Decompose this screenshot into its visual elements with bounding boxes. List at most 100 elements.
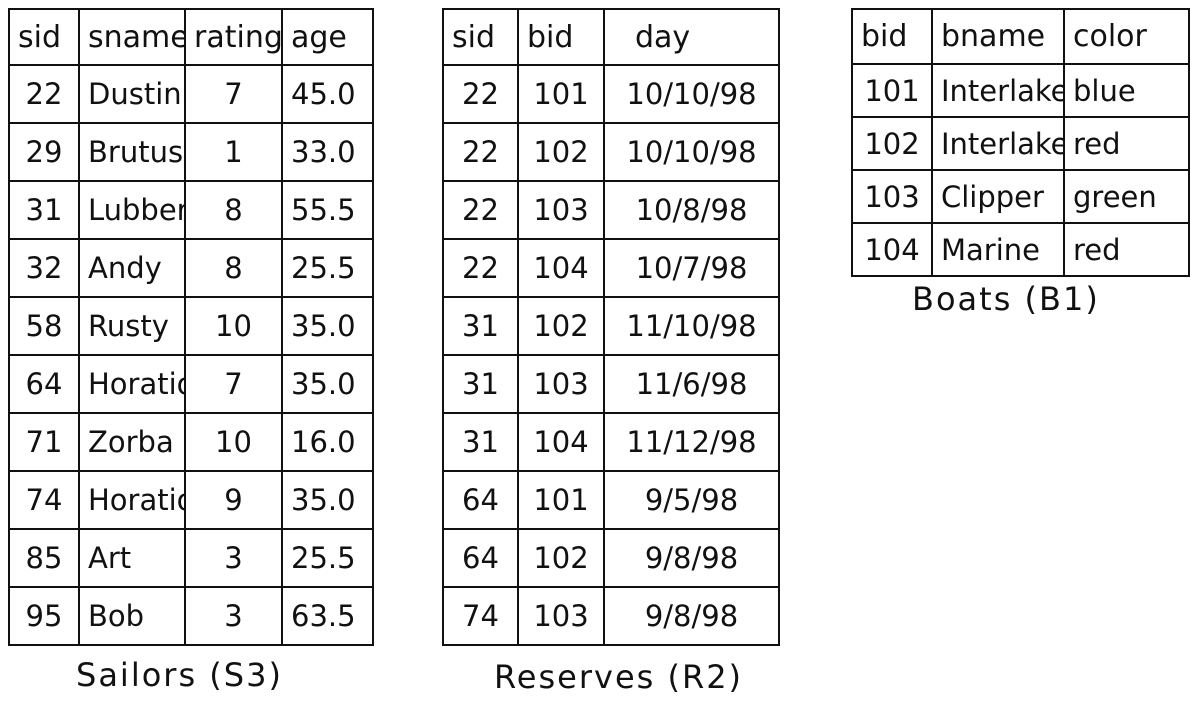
cell-bid: 103 xyxy=(851,169,933,224)
column-header-bid: bid xyxy=(851,8,933,65)
cell-bid: 102 xyxy=(851,116,933,171)
cell-day: 9/8/98 xyxy=(603,528,780,588)
table-row: 22 Dustin 7 45.0 xyxy=(8,64,374,124)
cell-bname: Clipper xyxy=(931,169,1065,224)
cell-bname: Marine xyxy=(931,222,1065,277)
cell-day: 11/6/98 xyxy=(603,354,780,414)
cell-sid: 95 xyxy=(8,586,80,646)
cell-sname: Horatio xyxy=(78,470,186,530)
cell-rating: 7 xyxy=(184,354,283,414)
table-row: 29 Brutus 1 33.0 xyxy=(8,122,374,182)
table-row: 85 Art 3 25.5 xyxy=(8,528,374,588)
cell-bname: Interlake xyxy=(931,116,1065,171)
cell-sid: 22 xyxy=(442,180,519,240)
cell-bid: 101 xyxy=(851,63,933,118)
cell-bid: 101 xyxy=(517,470,605,530)
cell-rating: 10 xyxy=(184,412,283,472)
cell-sname: Bob xyxy=(78,586,186,646)
cell-sname: Horatio xyxy=(78,354,186,414)
column-header-bid: bid xyxy=(517,8,605,66)
column-header-sname: sname xyxy=(78,8,186,66)
cell-sname: Dustin xyxy=(78,64,186,124)
table-row: 104 Marine red xyxy=(851,222,1190,277)
cell-rating: 3 xyxy=(184,586,283,646)
cell-bid: 103 xyxy=(517,354,605,414)
reserves-caption: Reserves (R2) xyxy=(494,658,744,696)
cell-sid: 22 xyxy=(8,64,80,124)
reserves-table: sid bid day 22 101 10/10/98 22 102 10/10… xyxy=(442,8,780,646)
table-row: 64 101 9/5/98 xyxy=(442,470,780,530)
table-header-row: sid bid day xyxy=(442,8,780,66)
table-row: 32 Andy 8 25.5 xyxy=(8,238,374,298)
cell-age: 63.5 xyxy=(281,586,374,646)
cell-sid: 29 xyxy=(8,122,80,182)
table-row: 22 104 10/7/98 xyxy=(442,238,780,298)
table-row: 31 102 11/10/98 xyxy=(442,296,780,356)
cell-sid: 58 xyxy=(8,296,80,356)
column-header-age: age xyxy=(281,8,374,66)
column-header-day: day xyxy=(603,8,780,66)
cell-rating: 3 xyxy=(184,528,283,588)
cell-sid: 85 xyxy=(8,528,80,588)
cell-bid: 102 xyxy=(517,122,605,182)
cell-age: 33.0 xyxy=(281,122,374,182)
cell-sname: Rusty xyxy=(78,296,186,356)
table-row: 31 103 11/6/98 xyxy=(442,354,780,414)
table-row: 58 Rusty 10 35.0 xyxy=(8,296,374,356)
cell-bid: 104 xyxy=(517,412,605,472)
table-row: 22 101 10/10/98 xyxy=(442,64,780,124)
cell-bid: 104 xyxy=(517,238,605,298)
sailors-table: sid sname rating age 22 Dustin 7 45.0 29… xyxy=(8,8,374,646)
cell-age: 35.0 xyxy=(281,296,374,356)
cell-bid: 104 xyxy=(851,222,933,277)
table-row: 22 103 10/8/98 xyxy=(442,180,780,240)
table-row: 102 Interlake red xyxy=(851,116,1190,171)
table-row: 31 Lubber 8 55.5 xyxy=(8,180,374,240)
cell-color: blue xyxy=(1063,63,1190,118)
cell-day: 11/10/98 xyxy=(603,296,780,356)
table-row: 22 102 10/10/98 xyxy=(442,122,780,182)
cell-bid: 102 xyxy=(517,296,605,356)
cell-bid: 103 xyxy=(517,586,605,646)
cell-bid: 101 xyxy=(517,64,605,124)
cell-day: 10/8/98 xyxy=(603,180,780,240)
cell-age: 35.0 xyxy=(281,470,374,530)
cell-sid: 22 xyxy=(442,122,519,182)
cell-color: red xyxy=(1063,116,1190,171)
column-header-rating: rating xyxy=(184,8,283,66)
table-header-row: sid sname rating age xyxy=(8,8,374,66)
cell-rating: 8 xyxy=(184,238,283,298)
cell-rating: 7 xyxy=(184,64,283,124)
cell-day: 10/7/98 xyxy=(603,238,780,298)
cell-day: 9/5/98 xyxy=(603,470,780,530)
cell-sid: 64 xyxy=(8,354,80,414)
cell-day: 9/8/98 xyxy=(603,586,780,646)
cell-sname: Andy xyxy=(78,238,186,298)
cell-bid: 103 xyxy=(517,180,605,240)
cell-sid: 64 xyxy=(442,470,519,530)
cell-bname: Interlake xyxy=(931,63,1065,118)
table-row: 64 102 9/8/98 xyxy=(442,528,780,588)
cell-sid: 71 xyxy=(8,412,80,472)
cell-color: red xyxy=(1063,222,1190,277)
cell-day: 10/10/98 xyxy=(603,122,780,182)
table-row: 71 Zorba 10 16.0 xyxy=(8,412,374,472)
cell-rating: 8 xyxy=(184,180,283,240)
cell-color: green xyxy=(1063,169,1190,224)
cell-age: 16.0 xyxy=(281,412,374,472)
cell-age: 35.0 xyxy=(281,354,374,414)
column-header-color: color xyxy=(1063,8,1190,65)
cell-age: 25.5 xyxy=(281,238,374,298)
cell-age: 45.0 xyxy=(281,64,374,124)
cell-sname: Brutus xyxy=(78,122,186,182)
table-row: 74 103 9/8/98 xyxy=(442,586,780,646)
cell-sname: Art xyxy=(78,528,186,588)
column-header-sid: sid xyxy=(8,8,80,66)
cell-sname: Lubber xyxy=(78,180,186,240)
cell-rating: 10 xyxy=(184,296,283,356)
cell-sname: Zorba xyxy=(78,412,186,472)
column-header-bname: bname xyxy=(931,8,1065,65)
table-row: 74 Horatio 9 35.0 xyxy=(8,470,374,530)
table-row: 31 104 11/12/98 xyxy=(442,412,780,472)
column-header-sid: sid xyxy=(442,8,519,66)
